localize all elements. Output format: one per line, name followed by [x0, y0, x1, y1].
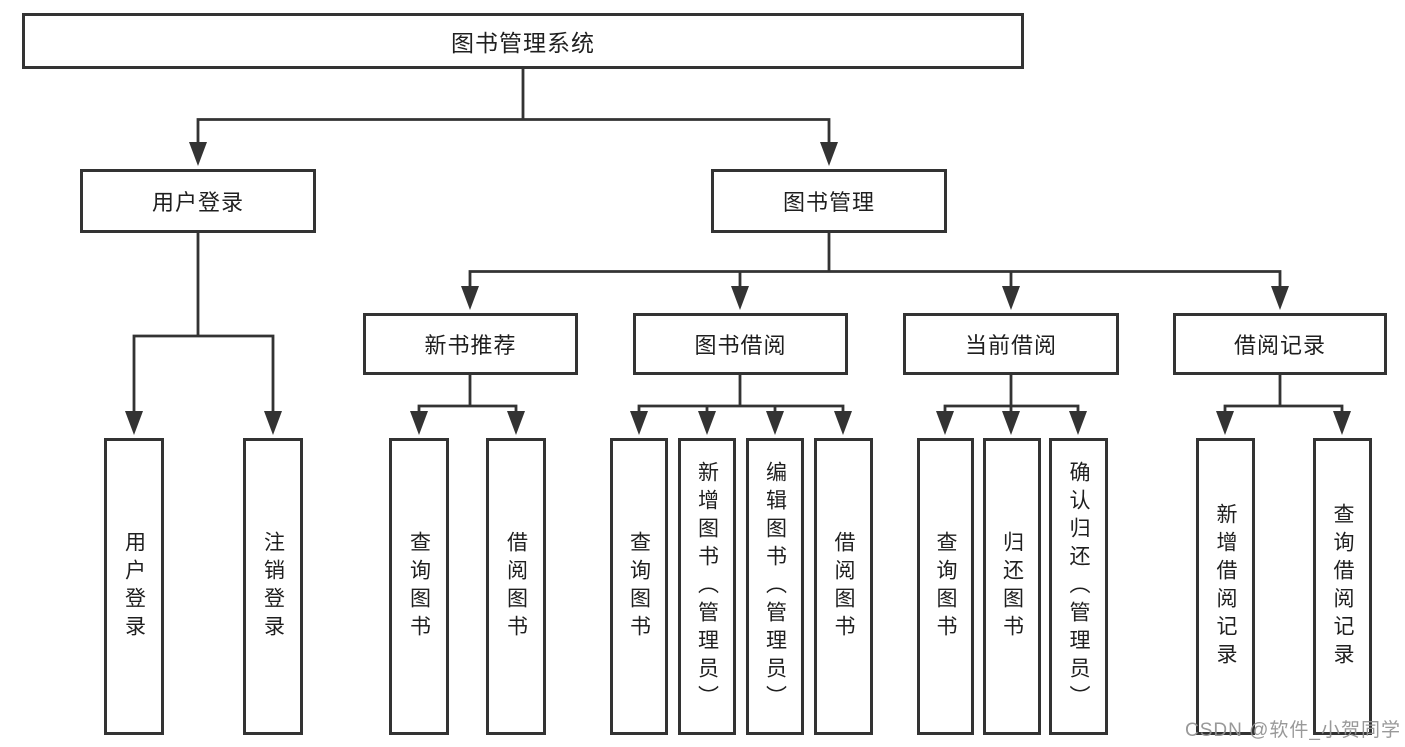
- arrowhead-icon: [766, 411, 784, 435]
- arrowhead-icon: [507, 411, 525, 435]
- arrowhead-icon: [936, 411, 954, 435]
- arrowhead-icon: [1002, 411, 1020, 435]
- arrowhead-icon: [820, 142, 838, 166]
- node-label: 用户登录: [122, 530, 146, 643]
- arrowhead-icon: [1069, 411, 1087, 435]
- node-label: 图书管理: [782, 190, 875, 215]
- node-borrow-records: 借阅记录: [1173, 313, 1387, 375]
- node-label: 注销登录: [261, 530, 285, 643]
- arrowhead-icon: [264, 411, 282, 435]
- connector-newbooks-to-leaves: [417, 375, 518, 419]
- connector-bookmgmt-to-level3: [468, 233, 1282, 294]
- arrowhead-icon: [189, 142, 207, 166]
- node-label: 查询借阅记录: [1331, 502, 1354, 671]
- connector-userlogin-to-leaves: [132, 233, 275, 419]
- node-label: 查询图书: [934, 530, 957, 643]
- node-label: 查询图书: [407, 530, 431, 643]
- leaf-confirm-return-admin: 确认归还（管理员）: [1049, 438, 1108, 735]
- node-new-book-recommend: 新书推荐: [363, 313, 578, 375]
- node-label: 借阅图书: [504, 530, 528, 643]
- leaf-query-borrow-record: 查询借阅记录: [1313, 438, 1372, 735]
- node-current-borrow: 当前借阅: [903, 313, 1119, 375]
- csdn-watermark: CSDN @软件_小贺同学: [1185, 720, 1401, 741]
- leaf-add-borrow-record: 新增借阅记录: [1196, 438, 1255, 735]
- leaf-query-books-recommend: 查询图书: [389, 438, 449, 735]
- node-user-login: 用户登录: [80, 169, 316, 233]
- node-label: 查询图书: [627, 530, 651, 643]
- node-label: 图书管理系统: [451, 30, 595, 56]
- arrowhead-icon: [731, 286, 749, 310]
- arrowhead-icon: [125, 411, 143, 435]
- arrowhead-icon: [1002, 286, 1020, 310]
- node-root-system: 图书管理系统: [22, 13, 1024, 69]
- connector-records-to-leaves: [1223, 375, 1344, 419]
- arrowhead-icon: [1271, 286, 1289, 310]
- node-label: 新增借阅记录: [1214, 502, 1237, 671]
- node-label: 当前借阅: [964, 333, 1057, 358]
- node-label: 新书推荐: [424, 333, 517, 358]
- node-book-borrow: 图书借阅: [633, 313, 848, 375]
- connector-bookborrow-to-leaves: [637, 375, 845, 419]
- arrowhead-icon: [410, 411, 428, 435]
- connector-root-to-level2: [196, 69, 831, 150]
- leaf-borrow-books-recommend: 借阅图书: [486, 438, 546, 735]
- node-label: 归还图书: [1000, 530, 1024, 643]
- node-label: 借阅图书: [832, 530, 855, 643]
- leaf-query-books-borrow: 查询图书: [610, 438, 668, 735]
- leaf-return-books: 归还图书: [983, 438, 1041, 735]
- leaf-logout: 注销登录: [243, 438, 303, 735]
- leaf-query-books-current: 查询图书: [917, 438, 974, 735]
- node-label: 编辑图书（管理员）: [763, 460, 787, 713]
- arrowhead-icon: [1216, 411, 1234, 435]
- node-label: 确认归还（管理员）: [1067, 460, 1090, 713]
- arrowhead-icon: [698, 411, 716, 435]
- node-book-management: 图书管理: [711, 169, 947, 233]
- arrowheads: [125, 142, 1351, 435]
- leaf-user-login: 用户登录: [104, 438, 164, 735]
- leaf-edit-books-admin: 编辑图书（管理员）: [746, 438, 804, 735]
- arrowhead-icon: [1333, 411, 1351, 435]
- node-label: 新增图书（管理员）: [695, 460, 719, 713]
- node-label: 借阅记录: [1233, 333, 1326, 358]
- arrowhead-icon: [630, 411, 648, 435]
- arrowhead-icon: [834, 411, 852, 435]
- node-label: 图书借阅: [694, 333, 787, 358]
- arrowhead-icon: [461, 286, 479, 310]
- leaf-add-books-admin: 新增图书（管理员）: [678, 438, 736, 735]
- leaf-borrow-books: 借阅图书: [814, 438, 873, 735]
- node-label: 用户登录: [151, 190, 244, 215]
